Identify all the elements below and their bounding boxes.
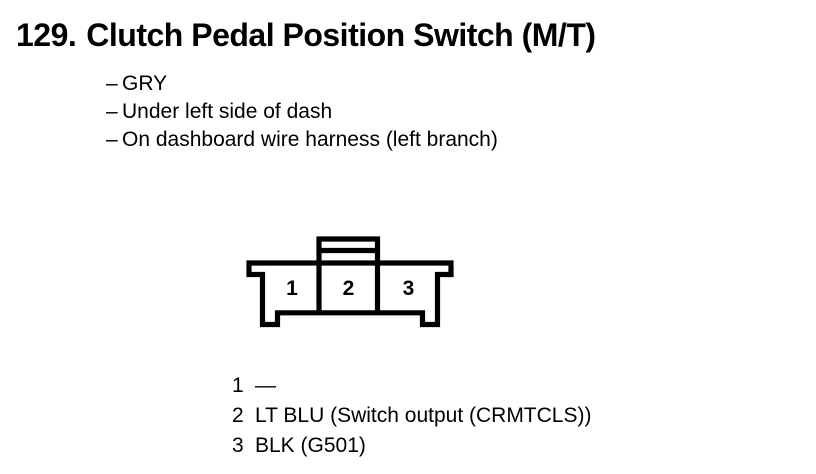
pin-wire-description: BLK (G501) bbox=[255, 434, 366, 457]
dash-marker: – bbox=[106, 100, 118, 123]
pin-number: 1 bbox=[232, 374, 244, 397]
detail-text: On dashboard wire harness (left branch) bbox=[122, 128, 498, 151]
connector-outline bbox=[246, 260, 454, 328]
detail-item: – GRY bbox=[106, 70, 498, 98]
dash-marker: – bbox=[106, 128, 118, 151]
pin-number: 2 bbox=[232, 404, 244, 427]
pinout-row: 3 BLK (G501) bbox=[232, 431, 591, 461]
detail-text: Under left side of dash bbox=[122, 100, 333, 123]
connector-diagram: 1 2 3 bbox=[240, 230, 460, 335]
detail-item: – Under left side of dash bbox=[106, 98, 498, 126]
pinout-row: 2 LT BLU (Switch output (CRMTCLS)) bbox=[232, 401, 591, 431]
page-title: Clutch Pedal Position Switch (M/T) bbox=[86, 17, 596, 53]
detail-text: GRY bbox=[122, 72, 168, 95]
section-number: 129. bbox=[16, 17, 77, 53]
connector-details: – GRY – Under left side of dash – On das… bbox=[106, 70, 498, 154]
pin-wire-description: — bbox=[255, 374, 276, 397]
section-header: 129. Clutch Pedal Position Switch (M/T) bbox=[16, 16, 596, 54]
dash-marker: – bbox=[106, 72, 118, 95]
pin-number: 3 bbox=[232, 434, 244, 457]
cavity-number-3: 3 bbox=[403, 277, 415, 300]
pinout-list: 1 — 2 LT BLU (Switch output (CRMTCLS)) 3… bbox=[232, 371, 591, 461]
pinout-row: 1 — bbox=[232, 371, 591, 401]
cavity-number-1: 1 bbox=[286, 277, 298, 300]
detail-item: – On dashboard wire harness (left branch… bbox=[106, 126, 498, 154]
pin-wire-description: LT BLU (Switch output (CRMTCLS)) bbox=[255, 404, 592, 427]
cavity-number-2: 2 bbox=[343, 277, 355, 300]
